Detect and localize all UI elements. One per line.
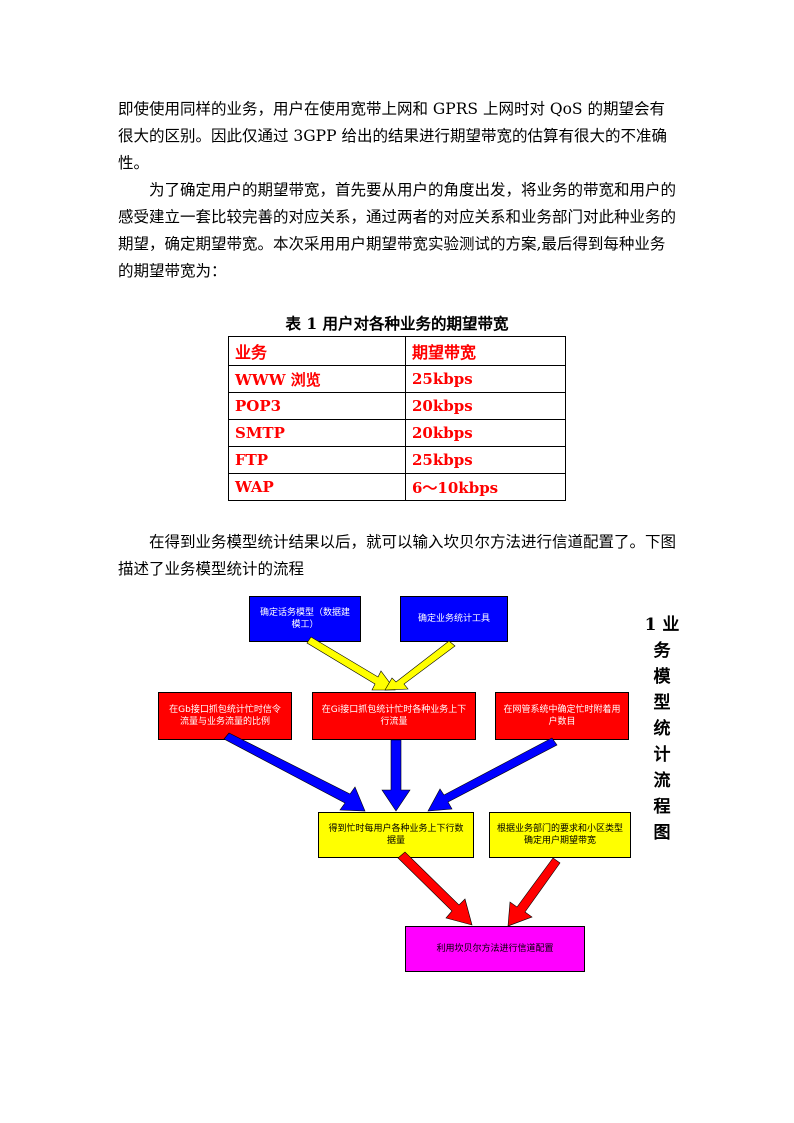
table-row: WWW 浏览 25kbps (228, 365, 566, 393)
arrow-blue-left (223, 732, 366, 812)
flow-box-expected-bandwidth: 根据业务部门的要求和小区类型确定用户期望带宽 (489, 812, 631, 858)
paragraph-flow-intro: 在得到业务模型统计结果以后，就可以输入坎贝尔方法进行信道配置了。下图描述了业务模… (118, 533, 677, 578)
caption-char: 计 (653, 745, 671, 765)
caption-char: 1 业 (644, 615, 680, 635)
arrow-blue-right (427, 737, 558, 812)
yellow-arrows (306, 636, 456, 691)
caption-char: 程 (653, 797, 671, 817)
table-header-row: 业务 期望带宽 (228, 336, 566, 366)
paragraph-expected-bandwidth: 为了确定用户的期望带宽，首先要从用户的角度出发，将业务的带宽和用户的感受建立一套… (118, 181, 677, 280)
flow-box-gb-interface: 在Gb接口抓包统计忙时信令流量与业务流量的比例 (158, 692, 292, 740)
arrow-blue-center (381, 739, 411, 812)
flow-box-stat-tool: 确定业务统计工具 (400, 596, 508, 642)
table-row: WAP 6～10kbps (228, 473, 566, 501)
table-cell-bandwidth: 25kbps (405, 446, 566, 474)
flow-box-traffic-model: 确定话务模型（数据建模工） (249, 596, 361, 642)
blue-arrows (223, 732, 558, 812)
table-cell-bandwidth: 25kbps (405, 365, 566, 393)
table-cell-service: POP3 (228, 392, 406, 420)
caption-char: 图 (653, 823, 671, 843)
arrow-red-left (397, 851, 473, 926)
table-cell-bandwidth: 6～10kbps (405, 473, 566, 501)
table-cell-bandwidth: 20kbps (405, 419, 566, 447)
table-cell-bandwidth: 20kbps (405, 392, 566, 420)
flow-box-per-user-data: 得到忙时每用户各种业务上下行数据量 (318, 812, 474, 858)
paragraph-qos-expectation: 即使使用同样的业务，用户在使用宽带上网和 GPRS 上网时对 QoS 的期望会有… (118, 100, 667, 172)
table-header-bandwidth: 期望带宽 (405, 336, 566, 366)
caption-char: 型 (653, 693, 671, 713)
bandwidth-table: 业务 期望带宽 WWW 浏览 25kbps POP3 20kbps SMTP 2… (228, 336, 566, 501)
table-row: FTP 25kbps (228, 446, 566, 474)
caption-char: 流 (653, 771, 671, 791)
flow-box-nms-users: 在网管系统中确定忙时附着用户数目 (495, 692, 629, 740)
table-header-service: 业务 (228, 336, 406, 366)
arrow-red-right (507, 857, 561, 927)
arrow-yellow-left (306, 636, 396, 691)
table-caption: 表 1 用户对各种业务的期望带宽 (285, 314, 509, 333)
caption-char: 模 (653, 667, 671, 687)
caption-char: 统 (653, 719, 671, 739)
flow-box-campbell-config: 利用坎贝尔方法进行信道配置 (405, 926, 585, 972)
flow-arrows (223, 636, 561, 927)
flowchart-caption: 1 业 务 模 型 统 计 流 程 图 (644, 612, 680, 846)
table-cell-service: FTP (228, 446, 406, 474)
table-row: SMTP 20kbps (228, 419, 566, 447)
table-cell-service: WWW 浏览 (228, 365, 406, 393)
flow-box-gi-interface: 在Gi接口抓包统计忙时各种业务上下行流量 (312, 692, 476, 740)
caption-char: 务 (653, 641, 671, 661)
table-cell-service: SMTP (228, 419, 406, 447)
red-arrows (397, 851, 561, 927)
table-row: POP3 20kbps (228, 392, 566, 420)
arrow-yellow-right (384, 640, 456, 691)
table-cell-service: WAP (228, 473, 406, 501)
